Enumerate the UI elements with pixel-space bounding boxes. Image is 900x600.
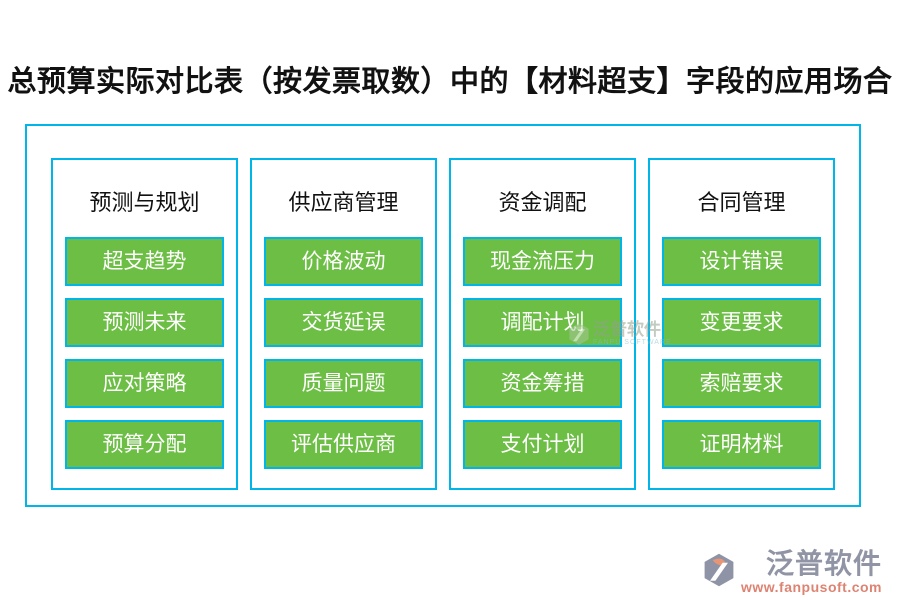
column-fund-allocation: 资金调配 现金流压力 调配计划 资金筹措 支付计划	[449, 158, 636, 490]
scenario-button[interactable]: 变更要求	[662, 298, 821, 347]
scenario-button[interactable]: 证明材料	[662, 420, 821, 469]
scenario-button[interactable]: 支付计划	[463, 420, 622, 469]
column-supplier-management: 供应商管理 价格波动 交货延误 质量问题 评估供应商	[250, 158, 437, 490]
column-header: 资金调配	[498, 190, 587, 215]
scenario-button[interactable]: 交货延误	[264, 298, 423, 347]
scenario-diagram-container: 预测与规划 超支趋势 预测未来 应对策略 预算分配 供应商管理 价格波动 交货延…	[25, 124, 861, 507]
scenario-button[interactable]: 超支趋势	[65, 237, 224, 286]
column-header: 预测与规划	[89, 190, 200, 215]
scenario-button[interactable]: 现金流压力	[463, 237, 622, 286]
scenario-button[interactable]: 价格波动	[264, 237, 423, 286]
scenario-button[interactable]: 设计错误	[662, 237, 821, 286]
column-contract-management: 合同管理 设计错误 变更要求 索赔要求 证明材料	[648, 158, 835, 490]
scenario-button[interactable]: 索赔要求	[662, 359, 821, 408]
scenario-button[interactable]: 预算分配	[65, 420, 224, 469]
brand-url: www.fanpusoft.com	[741, 579, 882, 595]
column-forecast-planning: 预测与规划 超支趋势 预测未来 应对策略 预算分配	[51, 158, 238, 490]
scenario-button[interactable]: 资金筹措	[463, 359, 622, 408]
fanpu-logo: 泛普软件 www.fanpusoft.com	[701, 549, 882, 595]
scenario-button[interactable]: 评估供应商	[264, 420, 423, 469]
scenario-button[interactable]: 预测未来	[65, 298, 224, 347]
fanpu-logo-icon	[701, 549, 737, 588]
column-header: 合同管理	[697, 190, 786, 215]
column-header: 供应商管理	[288, 190, 399, 215]
scenario-button[interactable]: 应对策略	[65, 359, 224, 408]
brand-name: 泛普软件	[765, 548, 882, 579]
page-title: 总预算实际对比表（按发票取数）中的【材料超支】字段的应用场合	[7, 66, 893, 98]
scenario-button[interactable]: 调配计划	[463, 298, 622, 347]
scenario-button[interactable]: 质量问题	[264, 359, 423, 408]
